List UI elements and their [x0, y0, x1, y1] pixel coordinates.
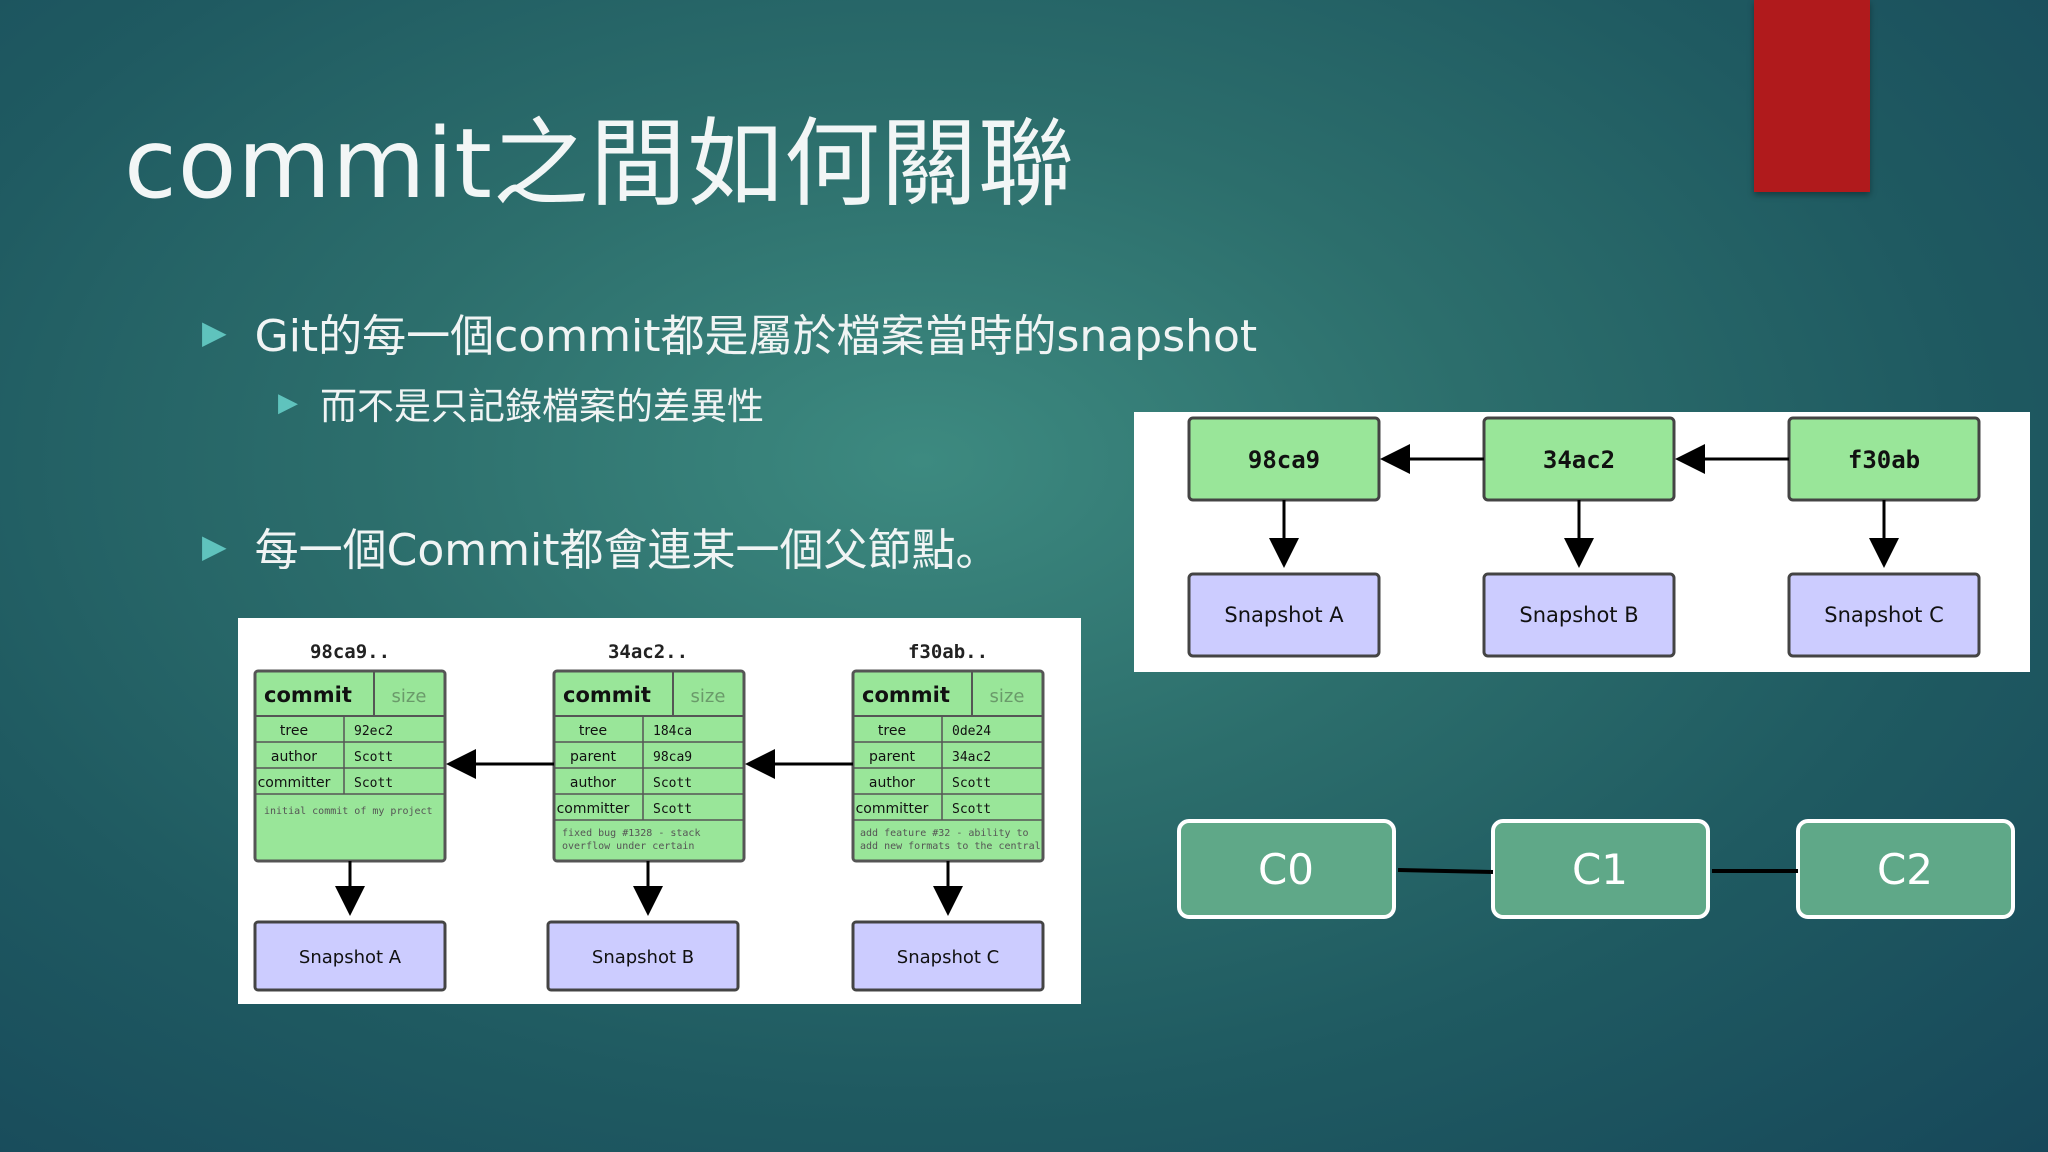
commit-row-value: Scott: [653, 776, 692, 791]
sub-bullet-1-text: 而不是只記錄檔案的差異性: [320, 385, 764, 428]
commit-row-value: Scott: [952, 776, 991, 791]
commit-hash: f30ab..: [908, 641, 988, 663]
commit-message: add feature #32 - ability to: [860, 828, 1029, 839]
commit-row-key: committer: [856, 801, 929, 817]
node-c0: C0: [1177, 819, 1396, 919]
node-c1: C1: [1491, 819, 1710, 919]
snapshot-box: Snapshot A: [253, 920, 447, 992]
commit-message: initial commit of my project: [264, 806, 433, 817]
commit-simple-diagram: 98ca9 34ac2 f30ab Snapshot A Snapshot B …: [1134, 412, 2030, 672]
node-label: C1: [1572, 845, 1628, 894]
commit-header: commit: [264, 683, 352, 707]
slide-title: commit之間如何關聯: [124, 108, 1075, 220]
commit-row-key: author: [271, 749, 317, 765]
commit-hash: 34ac2..: [608, 641, 688, 663]
commit-size-label: size: [392, 686, 427, 707]
bullet-arrow-icon: ▶: [202, 527, 227, 565]
snapshot-node: Snapshot B: [1482, 572, 1676, 658]
snapshot-node: Snapshot C: [1787, 572, 1981, 658]
commit-row-value: 92ec2: [354, 724, 393, 739]
commit-row-value: Scott: [952, 802, 991, 817]
commit-row-key: tree: [878, 723, 906, 739]
snapshot-label: Snapshot B: [592, 947, 694, 968]
commit-row-value: Scott: [653, 802, 692, 817]
commit-row-key: committer: [557, 801, 630, 817]
bullet-1: ▶ Git的每一個commit都是屬於檔案當時的snapshot: [202, 300, 1257, 364]
commit-size-label: size: [691, 686, 726, 707]
snapshot-label: Snapshot C: [897, 947, 999, 968]
commit-header: commit: [563, 683, 651, 707]
snapshot-label: Snapshot A: [1224, 603, 1344, 627]
commit-row-value: 0de24: [952, 724, 991, 739]
commit-row-value: Scott: [354, 776, 393, 791]
sub-bullet-1: ▶ 而不是只記錄檔案的差異性: [278, 376, 764, 430]
node-chain-diagram: C0 C1 C2: [1177, 819, 2015, 919]
commit-row-key: committer: [258, 775, 331, 791]
accent-bar: [1754, 0, 1870, 192]
node-label: C2: [1877, 845, 1933, 894]
commit-box: 98ca9.. commit size tree 92ec2 author Sc…: [253, 641, 447, 863]
node-c2: C2: [1796, 819, 2015, 919]
commit-row-key: tree: [280, 723, 308, 739]
commit-message: fixed bug #1328 - stack: [562, 828, 700, 839]
bullet-1-text: Git的每一個commit都是屬於檔案當時的snapshot: [254, 311, 1258, 362]
commit-message: add new formats to the central: [860, 841, 1041, 852]
snapshot-label: Snapshot C: [1824, 603, 1944, 627]
snapshot-label: Snapshot A: [299, 947, 402, 968]
commit-header: commit: [862, 683, 950, 707]
commit-node: f30ab: [1787, 416, 1981, 502]
commit-row-value: Scott: [354, 750, 393, 765]
commit-box: 34ac2.. commit size tree 184ca parent 98…: [552, 641, 746, 863]
snapshot-label: Snapshot B: [1519, 603, 1638, 627]
bullet-2-text: 每一個Commit都會連某一個父節點。: [254, 525, 1000, 576]
snapshot-box: Snapshot B: [546, 920, 740, 992]
commit-row-key: author: [869, 775, 915, 791]
snapshot-node: Snapshot A: [1187, 572, 1381, 658]
commit-row-value: 34ac2: [952, 750, 991, 765]
bullet-2: ▶ 每一個Commit都會連某一個父節點。: [202, 514, 999, 578]
commit-hash: 34ac2: [1543, 446, 1615, 474]
snapshot-box: Snapshot C: [851, 920, 1045, 992]
commit-hash: 98ca9..: [310, 641, 390, 663]
bullet-arrow-icon: ▶: [278, 388, 298, 418]
commit-box: f30ab.. commit size tree 0de24 parent 34…: [851, 641, 1045, 863]
parent-arrow: [1397, 868, 1494, 874]
commit-node: 34ac2: [1482, 416, 1676, 502]
commit-detail-svg: 98ca9.. commit size tree 92ec2 author Sc…: [253, 641, 1045, 992]
commit-simple-svg: 98ca9 34ac2 f30ab Snapshot A Snapshot B …: [1187, 416, 1981, 658]
commit-hash: f30ab: [1848, 446, 1920, 474]
commit-hash: 98ca9: [1248, 446, 1320, 474]
commit-message: overflow under certain: [562, 841, 694, 852]
commit-row-key: parent: [869, 749, 915, 765]
commit-row-value: 184ca: [653, 724, 692, 739]
commit-size-label: size: [990, 686, 1025, 707]
commit-row-key: parent: [570, 749, 616, 765]
commit-row-key: tree: [579, 723, 607, 739]
commit-row-value: 98ca9: [653, 750, 692, 765]
node-label: C0: [1258, 845, 1314, 894]
commit-node: 98ca9: [1187, 416, 1381, 502]
bullet-arrow-icon: ▶: [202, 313, 227, 351]
commit-row-key: author: [570, 775, 616, 791]
commit-detail-diagram: 98ca9.. commit size tree 92ec2 author Sc…: [238, 618, 1081, 1004]
